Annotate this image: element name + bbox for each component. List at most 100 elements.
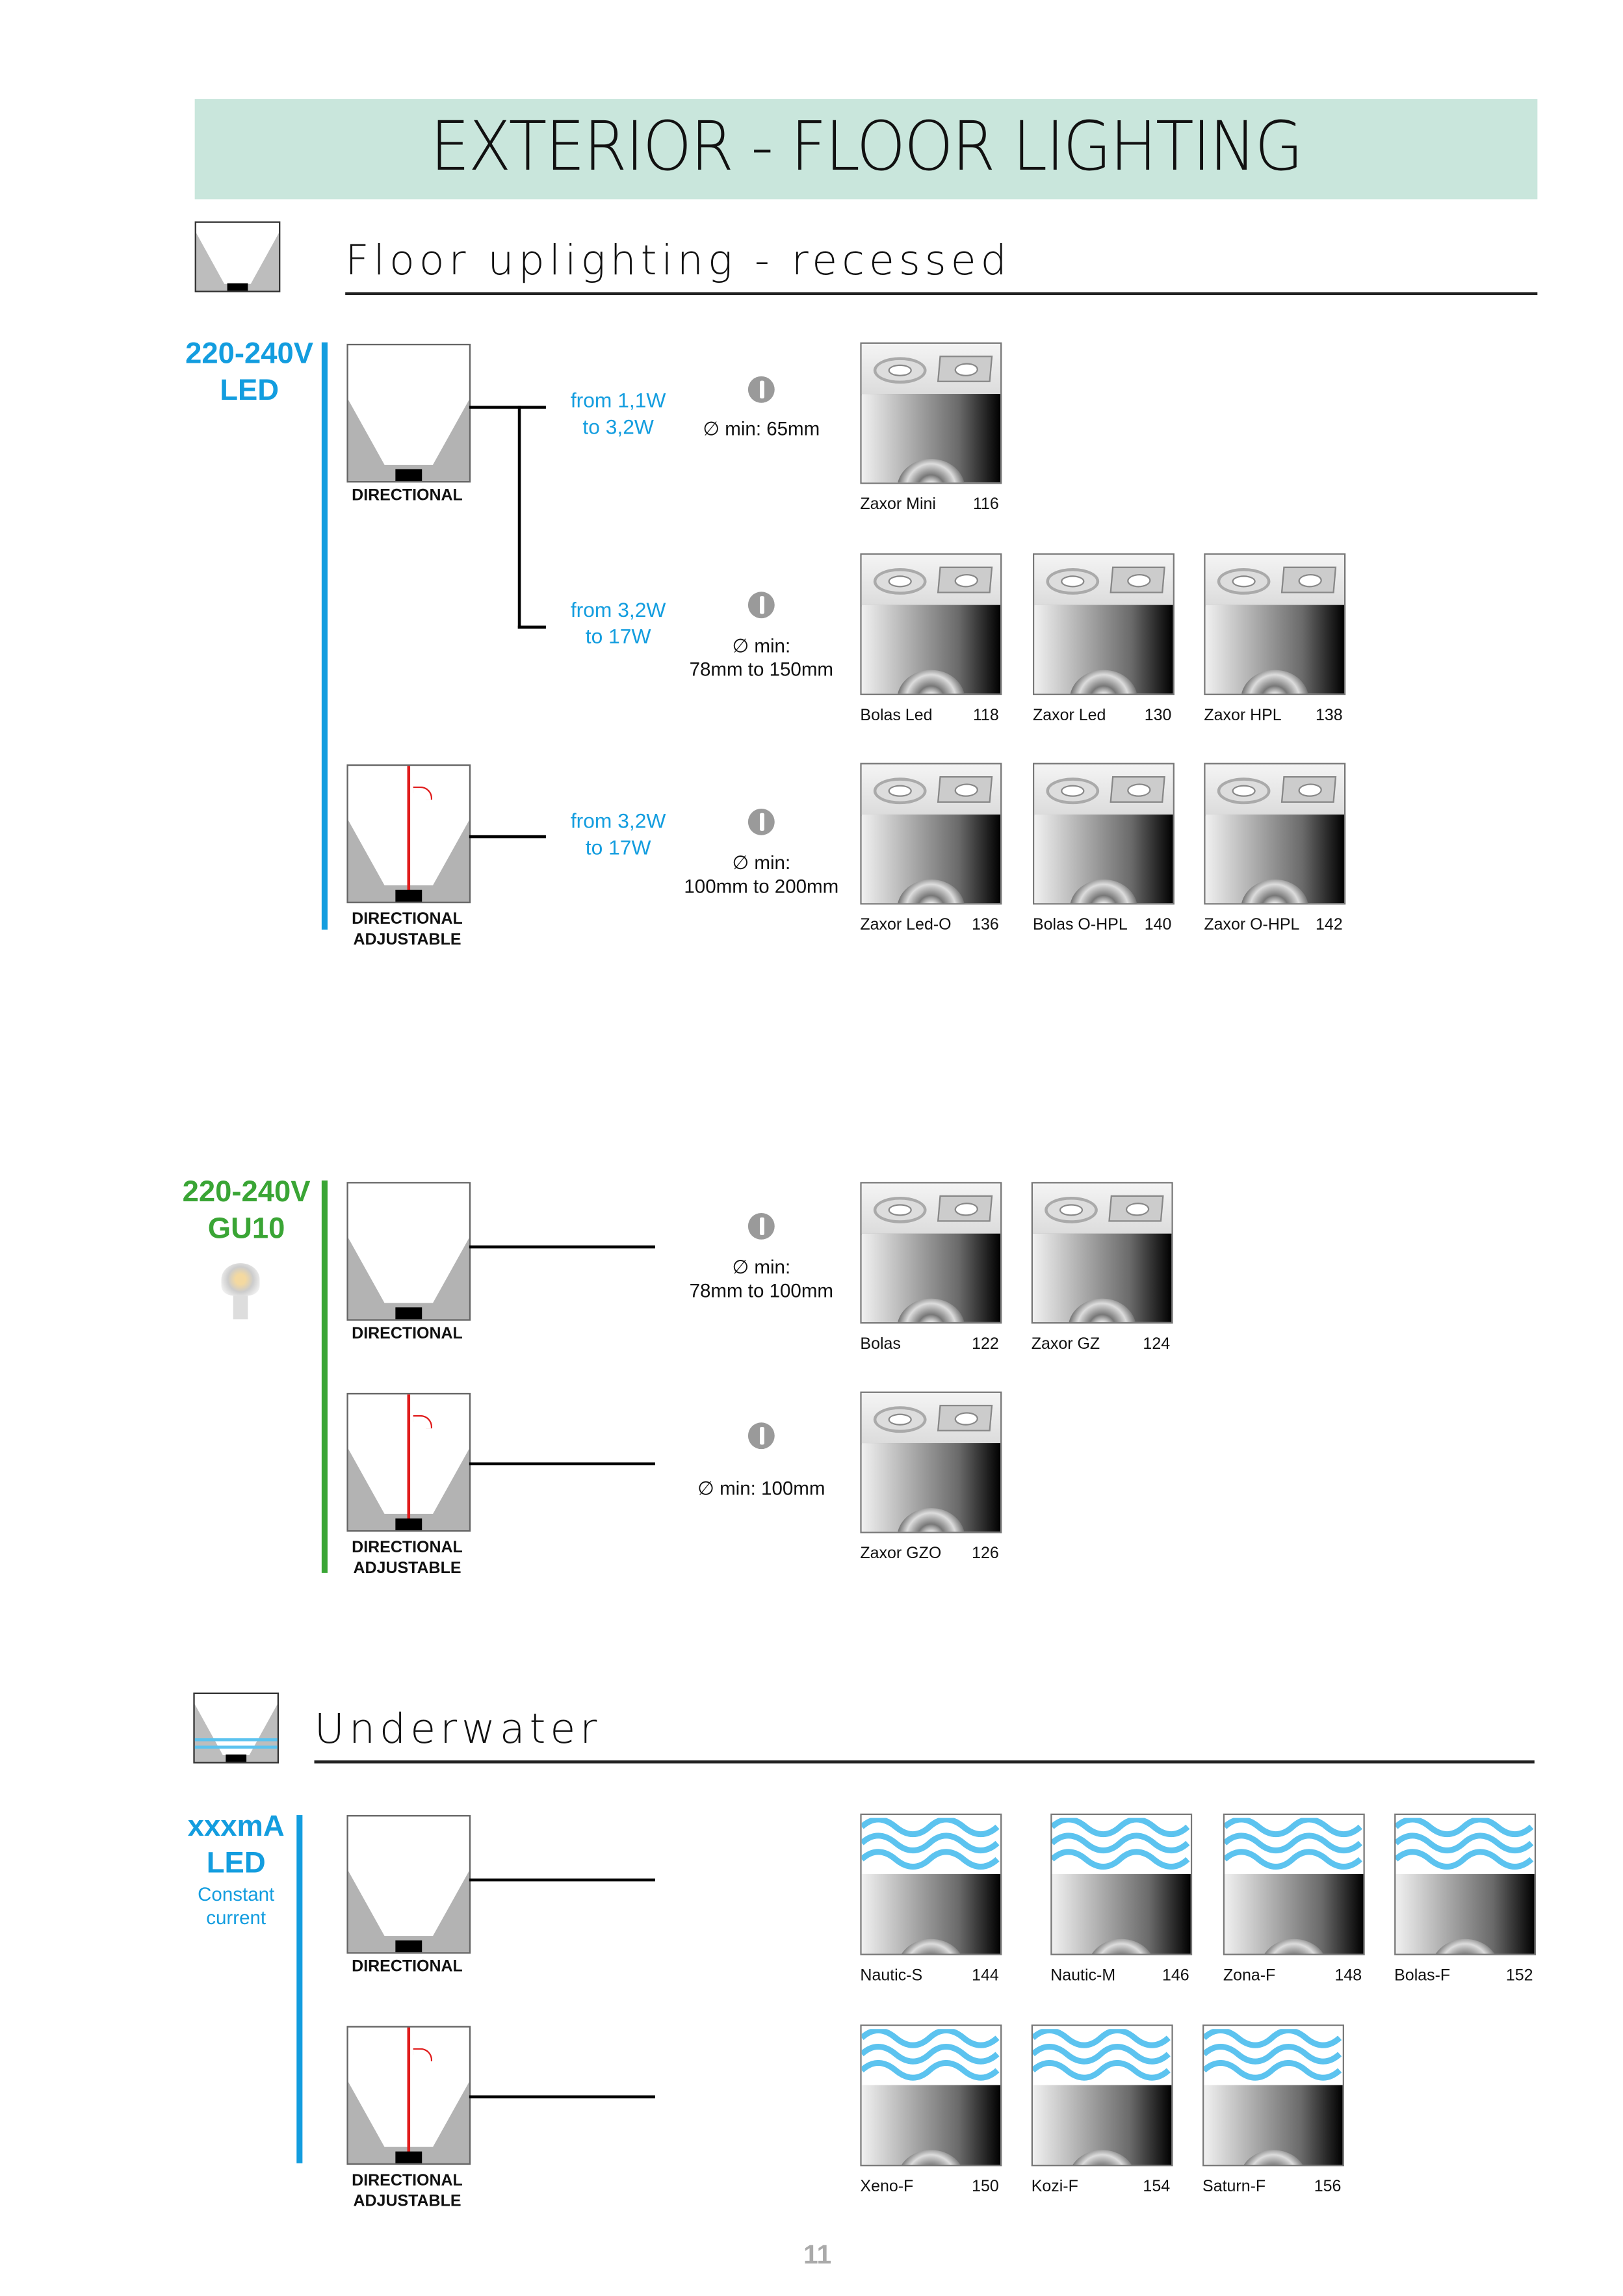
cutout-diameter: ∅ min:78mm to 100mm xyxy=(666,1256,857,1303)
fixture-base-shape xyxy=(395,889,422,902)
connector-line xyxy=(469,406,546,409)
connector-line xyxy=(469,1245,655,1249)
product-thumbnail[interactable] xyxy=(1033,553,1175,696)
product-page[interactable]: 140 xyxy=(1144,916,1172,934)
product-page[interactable]: 142 xyxy=(1316,916,1343,934)
product-page[interactable]: 126 xyxy=(972,1545,999,1563)
product-name[interactable]: Saturn-F xyxy=(1202,2178,1266,2196)
product-thumbnail[interactable] xyxy=(1204,553,1346,696)
section-divider xyxy=(314,1760,1535,1763)
square-trim-icon xyxy=(937,356,993,382)
product-page[interactable]: 154 xyxy=(1143,2178,1171,2196)
connector-line xyxy=(469,1462,655,1466)
product-name[interactable]: Bolas xyxy=(860,1335,901,1353)
product-thumbnail[interactable] xyxy=(1394,1813,1537,1955)
connector-line xyxy=(469,2095,655,2098)
product-photo xyxy=(1396,1873,1535,1954)
product-name[interactable]: Zaxor GZ xyxy=(1031,1335,1100,1353)
product-name[interactable]: Bolas Led xyxy=(860,707,933,725)
fixture-image xyxy=(897,1507,965,1532)
product-name[interactable]: Zaxor GZO xyxy=(860,1545,942,1563)
square-trim-icon xyxy=(937,1195,993,1222)
product-name[interactable]: Xeno-F xyxy=(860,2178,914,2196)
product-thumbnail[interactable] xyxy=(1050,1813,1193,1955)
section-title: Underwater xyxy=(314,1704,602,1753)
product-name[interactable]: Zaxor HPL xyxy=(1204,707,1282,725)
connector-line xyxy=(469,835,546,839)
product-thumbnail[interactable] xyxy=(1033,763,1175,905)
fixture-image xyxy=(1068,1298,1136,1322)
product-photo xyxy=(1205,605,1344,694)
power-to: to 17W xyxy=(585,835,651,859)
product-page[interactable]: 122 xyxy=(972,1335,999,1353)
product-page[interactable]: 150 xyxy=(972,2178,999,2196)
min-diameter-label: ∅ min: 100mm xyxy=(697,1477,825,1500)
product-page[interactable]: 146 xyxy=(1162,1966,1189,1985)
product-name[interactable]: Zaxor Led-O xyxy=(860,916,952,934)
section-divider xyxy=(345,292,1538,294)
fixture-base-shape xyxy=(395,1307,422,1320)
product-name[interactable]: Zaxor Led xyxy=(1033,707,1106,725)
product-name[interactable]: Nautic-S xyxy=(860,1966,923,1985)
product-photo xyxy=(1033,1233,1172,1322)
product-page[interactable]: 124 xyxy=(1143,1335,1171,1353)
product-thumbnail[interactable] xyxy=(1031,1182,1173,1324)
product-page[interactable]: 130 xyxy=(1144,707,1172,725)
product-name[interactable]: Zaxor Mini xyxy=(860,495,936,514)
product-thumbnail[interactable] xyxy=(860,2024,1002,2167)
product-page[interactable]: 116 xyxy=(972,495,999,514)
product-name[interactable]: Bolas O-HPL xyxy=(1033,916,1128,934)
fixture-image xyxy=(1260,1938,1328,1954)
product-thumbnail[interactable] xyxy=(860,342,1002,484)
product-name[interactable]: Zona-F xyxy=(1223,1966,1276,1985)
product-thumbnail[interactable] xyxy=(860,1813,1002,1955)
power-from: from 3,2W xyxy=(570,808,666,833)
round-trim-icon xyxy=(873,567,927,595)
fixture-base-shape xyxy=(395,469,422,482)
directional-diagram xyxy=(346,1815,471,1954)
fixture-image xyxy=(897,1298,965,1322)
voltage-label: 220-240V xyxy=(185,337,314,371)
product-name[interactable]: Kozi-F xyxy=(1031,2178,1078,2196)
product-page[interactable]: 148 xyxy=(1334,1966,1362,1985)
product-thumbnail[interactable] xyxy=(1202,2024,1344,2167)
page-number: 11 xyxy=(803,2239,832,2270)
product-thumbnail[interactable] xyxy=(860,1182,1002,1324)
min-diameter-range: 78mm to 100mm xyxy=(689,1279,834,1302)
product-page[interactable]: 118 xyxy=(972,707,999,725)
underwater-uplight-icon xyxy=(193,1692,279,1764)
product-thumbnail[interactable] xyxy=(860,553,1002,696)
product-thumbnail[interactable] xyxy=(1223,1813,1365,1955)
product-name[interactable]: Zaxor O-HPL xyxy=(1204,916,1300,934)
product-page[interactable]: 144 xyxy=(972,1966,999,1985)
product-thumbnail[interactable] xyxy=(860,1391,1002,1533)
drill-bit-icon xyxy=(747,808,775,835)
mount-options-icon xyxy=(861,1392,1001,1445)
cutout-diameter: ∅ min: 65mm xyxy=(666,417,857,441)
product-page[interactable]: 156 xyxy=(1314,2178,1342,2196)
product-page[interactable]: 152 xyxy=(1505,1966,1533,1985)
current-word-label: current xyxy=(206,1906,266,1929)
gu10-bulb-image xyxy=(221,1263,260,1325)
mount-options-icon xyxy=(861,764,1001,816)
light-beam-shape xyxy=(348,1816,469,1937)
product-page[interactable]: 138 xyxy=(1316,707,1343,725)
product-thumbnail[interactable] xyxy=(1204,763,1346,905)
group-bar xyxy=(321,1181,328,1573)
diagram-label: DIRECTIONAL xyxy=(352,1958,463,1976)
cutout-diameter: ∅ min:100mm to 200mm xyxy=(666,852,857,899)
product-name[interactable]: Nautic-M xyxy=(1050,1966,1116,1985)
page-title: EXTERIOR - FLOOR LIGHTING xyxy=(430,106,1303,187)
product-photo xyxy=(1033,2085,1172,2165)
product-name[interactable]: Bolas-F xyxy=(1394,1966,1451,1985)
product-thumbnail[interactable] xyxy=(860,763,1002,905)
product-page[interactable]: 136 xyxy=(972,916,999,934)
connector-line xyxy=(469,1878,655,1882)
connector-line xyxy=(517,625,546,629)
product-thumbnail[interactable] xyxy=(1031,2024,1173,2167)
